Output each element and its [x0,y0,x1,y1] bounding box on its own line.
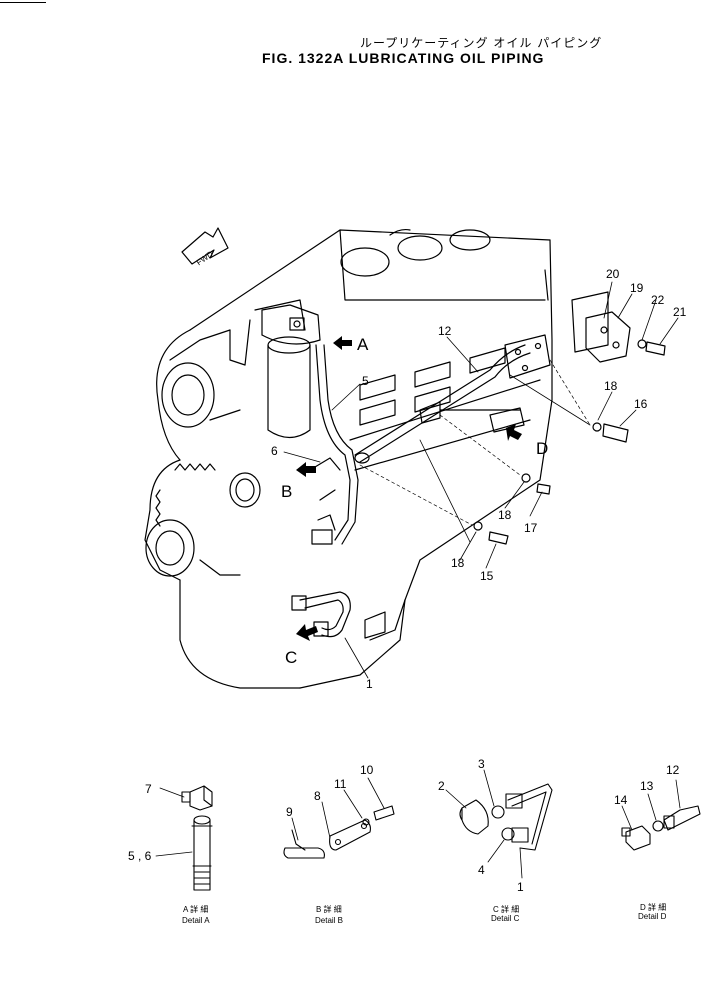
pipe-12 [354,334,551,464]
callout-6: 6 [271,444,278,458]
detail-a-caption-jp: A 詳 細 [183,904,208,914]
bracket-19-20 [571,291,666,363]
detail-b-caption-jp: B 詳 細 [316,904,342,914]
callout-19: 19 [630,281,644,295]
detail-b-caption: Detail B [315,916,343,925]
detail-c-callout-3: 3 [478,757,485,771]
detail-b-callout-9: 9 [286,805,293,819]
detail-d-caption-jp: D 詳 細 [640,902,666,912]
callout-15: 15 [480,569,494,583]
callout-20: 20 [606,267,620,281]
engine-block [144,228,553,689]
detail-d-callout-13: 13 [640,779,654,793]
detail-c-caption-jp: C 詳 細 [493,904,519,914]
detail-c [445,769,553,879]
assembly-lines [359,359,591,526]
callout-18a: 18 [604,379,618,393]
detail-c-caption: Detail C [491,914,520,923]
corner-rule [0,2,46,3]
detail-d [621,779,701,851]
callout-1: 1 [366,677,373,691]
detail-d-caption: Detail D [638,912,667,921]
figure-title: FIG. 1322A LUBRICATING OIL PIPING [262,50,545,66]
fwd-arrow [181,227,229,265]
detail-c-callout-1: 1 [517,880,524,894]
view-label-c: C [285,648,297,667]
leader-lines [283,281,679,679]
callout-21: 21 [673,305,687,319]
callout-18c: 18 [451,556,465,570]
detail-b-callout-11: 11 [334,777,347,791]
pipe-5 [309,344,359,545]
title-japanese: ループリケーティング オイル パイピング [360,36,603,50]
detail-b-callout-10: 10 [360,763,374,777]
detail-c-callout-4: 4 [478,863,485,877]
detail-b [283,777,395,859]
detail-a [155,785,213,891]
callout-18b: 18 [498,508,512,522]
labels: FWD A B C D 20 19 22 21 12 18 16 5 6 18 … [195,249,687,691]
oil-filter [261,304,321,439]
detail-d-callout-14: 14 [614,793,628,807]
detail-d-callout-12: 12 [666,763,680,777]
detail-labels: 7 5 , 6 10 11 8 9 3 2 4 1 12 13 14 A 詳 細… [128,757,680,925]
detail-a-caption: Detail A [182,916,210,925]
detail-a-callout-5-6: 5 , 6 [128,849,152,863]
detail-a-callout-7: 7 [145,782,152,796]
hardware [473,422,629,545]
callout-5: 5 [362,374,369,388]
callout-12: 12 [438,324,452,338]
detail-b-callout-8: 8 [314,789,321,803]
callout-22: 22 [651,293,665,307]
view-label-d: D [536,439,548,458]
view-label-b: B [281,482,292,501]
callout-16: 16 [634,397,648,411]
callout-17: 17 [524,521,538,535]
detail-c-callout-2: 2 [438,779,445,793]
view-arrows [296,336,522,641]
view-label-a: A [357,335,369,354]
